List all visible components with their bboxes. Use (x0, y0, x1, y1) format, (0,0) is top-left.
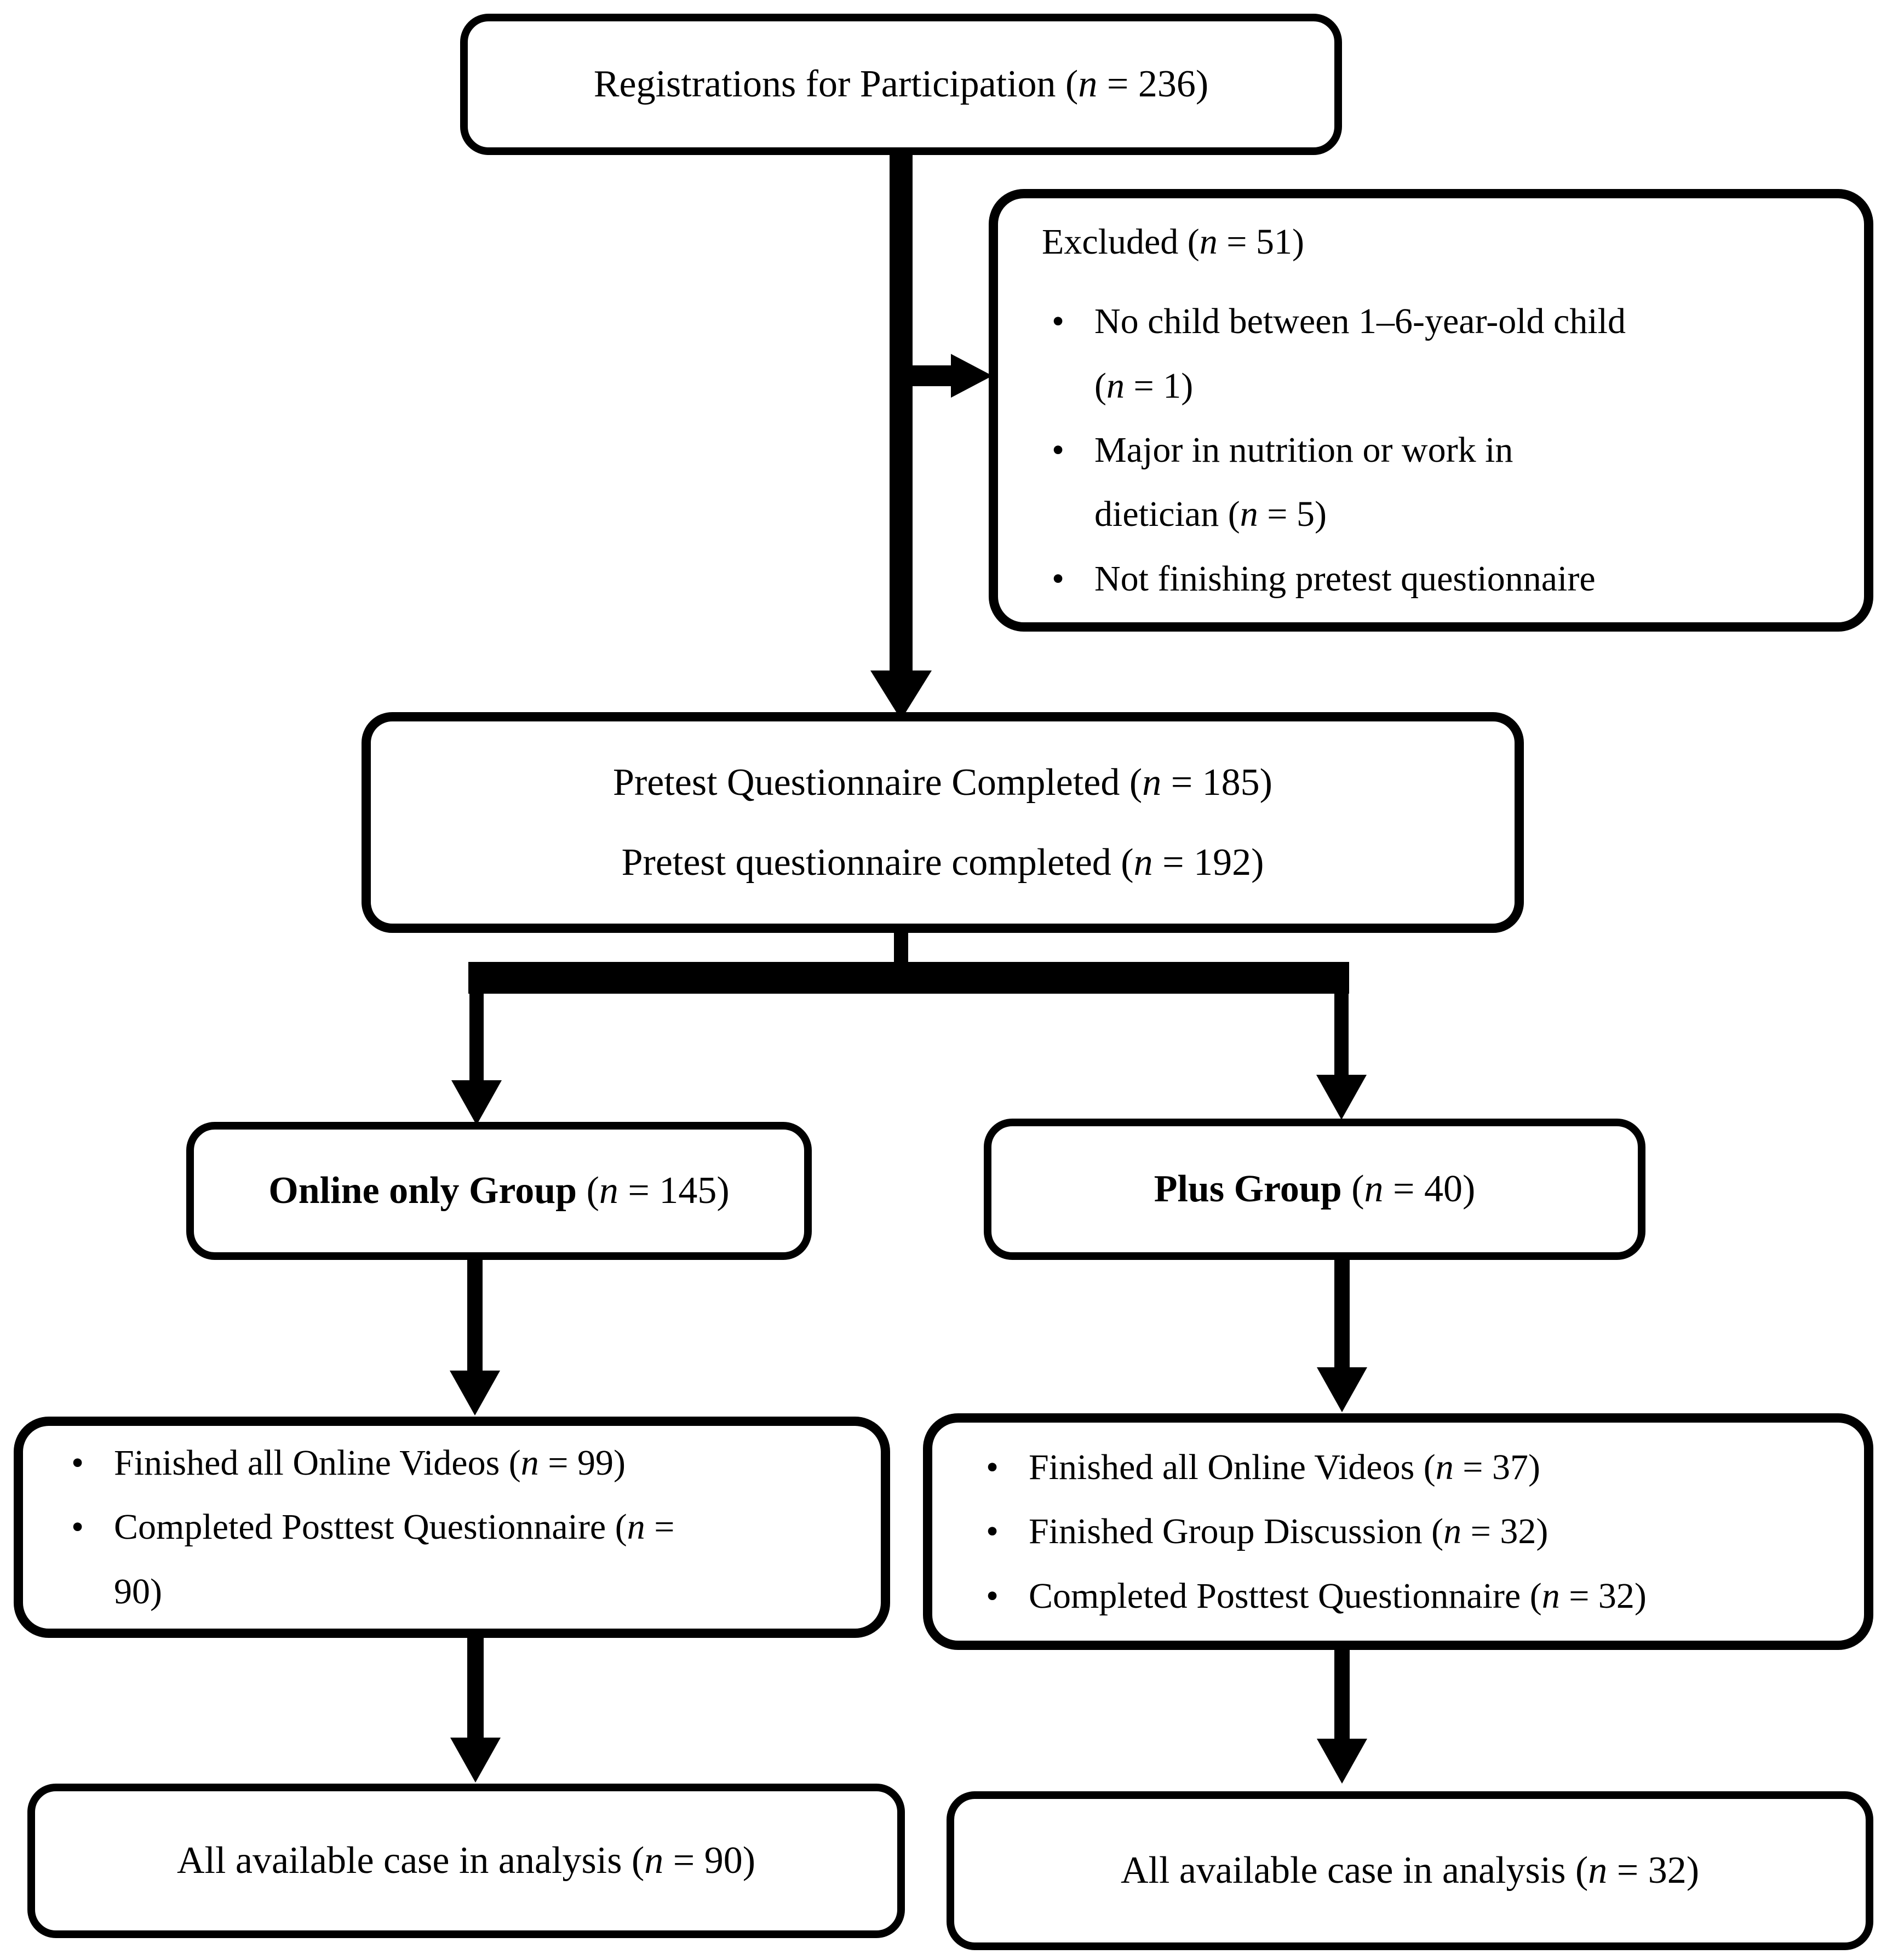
plus-analysis-label: All available case in analysis (n = 32) (1120, 1849, 1700, 1892)
arrowhead-into-pretest (870, 670, 932, 720)
arrow-online-outcomes-to-analysis-head (450, 1738, 501, 1783)
online-outcome-videos: Finished all Online Videos (n = 99) (61, 1431, 859, 1495)
split-right-line (1334, 992, 1349, 1077)
arrow-plus-outcomes-to-analysis-head (1317, 1739, 1367, 1784)
arrow-plus-to-outcomes-line (1334, 1259, 1350, 1369)
split-right-arrowhead (1316, 1075, 1367, 1120)
plus-outcome-posttest: Completed Posttest Questionnaire (n = 32… (976, 1564, 1842, 1629)
pretest-line-2: Pretest questionnaire completed (n = 192… (621, 841, 1264, 884)
online-analysis-label: All available case in analysis (n = 90) (176, 1839, 756, 1882)
excluded-bullet-not-finishing-pretest: Not finishing pretest questionnaire (1042, 547, 1831, 611)
plus-group-label: Plus Group (n = 40) (1154, 1168, 1476, 1211)
branch-line-to-excluded (913, 365, 953, 386)
arrow-plus-outcomes-to-analysis-line (1334, 1649, 1350, 1741)
split-left-arrowhead (451, 1080, 502, 1125)
arrow-online-outcomes-to-analysis-line (467, 1637, 484, 1740)
arrowhead-into-excluded (951, 354, 993, 398)
excluded-box: Excluded (n = 51) No child between 1–6-y… (989, 189, 1873, 632)
excluded-bullet-no-child: No child between 1–6-year-old child (n =… (1042, 289, 1831, 418)
arrow-online-to-outcomes-head (450, 1371, 500, 1415)
excluded-bullet-nutrition-major: Major in nutrition or work in dietician … (1042, 418, 1831, 547)
split-left-line (469, 992, 484, 1082)
pretest-box: Pretest Questionnaire Completed (n = 185… (362, 712, 1524, 933)
plus-outcomes-box: Finished all Online Videos (n = 37) Fini… (923, 1413, 1873, 1650)
plus-outcomes-bullet-list: Finished all Online Videos (n = 37) Fini… (976, 1435, 1842, 1629)
plus-outcome-discussion: Finished Group Discussion (n = 32) (976, 1499, 1842, 1564)
arrow-registration-to-pretest-line (890, 155, 913, 674)
plus-analysis-box: All available case in analysis (n = 32) (947, 1791, 1873, 1950)
plus-group-box: Plus Group (n = 40) (984, 1119, 1645, 1260)
arrow-online-to-outcomes-line (467, 1259, 483, 1373)
online-group-label: Online only Group (n = 145) (268, 1170, 730, 1212)
split-stem (894, 930, 908, 965)
split-bar (468, 962, 1349, 994)
plus-outcome-videos: Finished all Online Videos (n = 37) (976, 1435, 1842, 1500)
excluded-title: Excluded (n = 51) (1042, 221, 1304, 262)
online-outcomes-box: Finished all Online Videos (n = 99) Comp… (14, 1417, 890, 1638)
arrow-plus-to-outcomes-head (1317, 1367, 1367, 1412)
online-group-box: Online only Group (n = 145) (186, 1122, 812, 1260)
online-analysis-box: All available case in analysis (n = 90) (27, 1784, 905, 1938)
pretest-line-1: Pretest Questionnaire Completed (n = 185… (613, 761, 1272, 804)
online-outcomes-bullet-list: Finished all Online Videos (n = 99) Comp… (61, 1431, 859, 1624)
online-outcome-posttest: Completed Posttest Questionnaire (n = 90… (61, 1495, 859, 1624)
registration-label: Registrations for Participation (n = 236… (593, 63, 1209, 106)
excluded-bullet-list: No child between 1–6-year-old child (n =… (1042, 289, 1831, 611)
registration-box: Registrations for Participation (n = 236… (460, 14, 1342, 155)
